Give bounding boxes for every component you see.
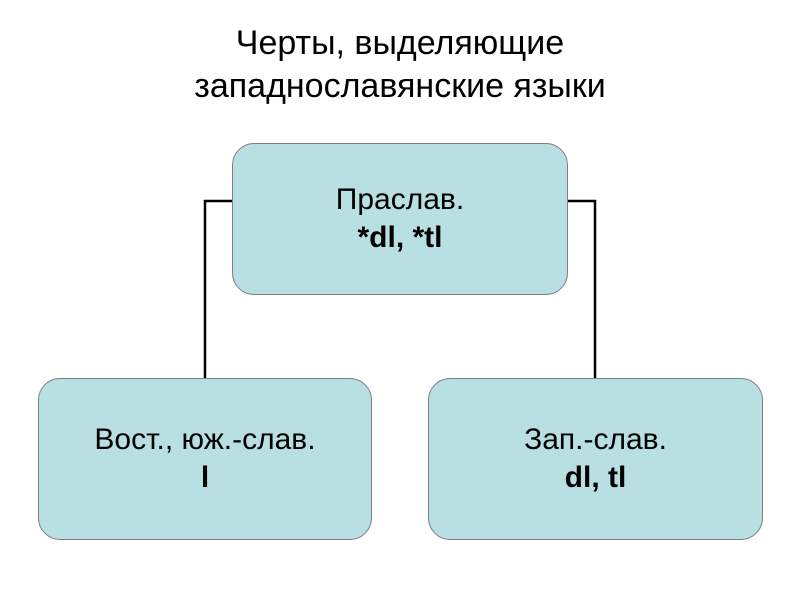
connector-proto-to-east-south (203, 199, 232, 378)
node-west-slavic-label: Зап.-слав. (524, 423, 667, 456)
connector-proto-to-west (568, 199, 597, 378)
node-east-south-slavic-reflex: l (200, 461, 210, 494)
node-proto-slavic-reflex: *dl, *tl (357, 221, 443, 254)
node-proto-slavic-label: Праслав. (335, 183, 465, 216)
slide-title: Черты, выделяющие западнославянские язык… (194, 24, 606, 105)
node-proto-slavic[interactable]: Праслав. *dl, *tl (232, 143, 568, 295)
node-east-south-slavic-label: Вост., юж.-слав. (94, 423, 316, 456)
node-west-slavic[interactable]: Зап.-слав. dl, tl (428, 378, 763, 540)
node-east-south-slavic[interactable]: Вост., юж.-слав. l (38, 378, 372, 540)
node-west-slavic-reflex: dl, tl (564, 461, 627, 494)
